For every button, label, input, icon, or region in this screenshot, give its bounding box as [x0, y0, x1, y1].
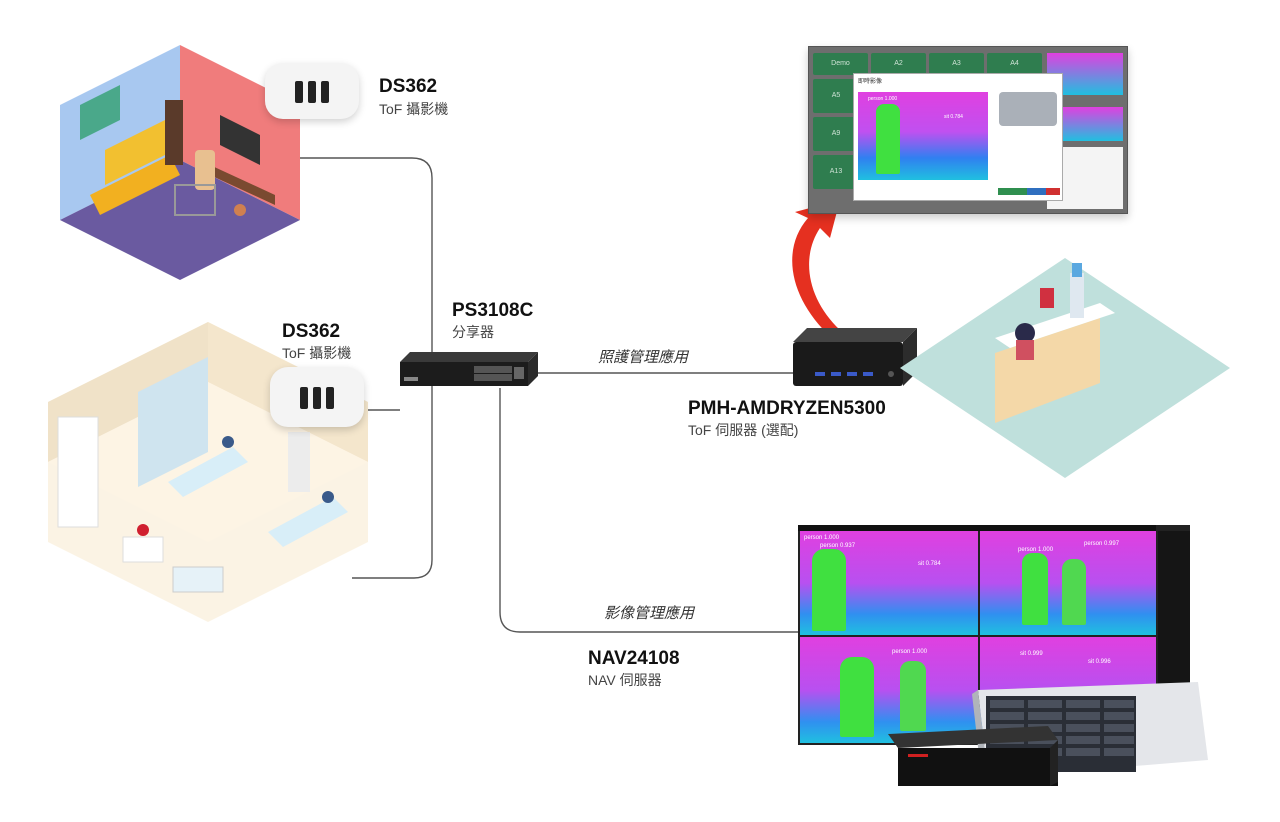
detection-label: person 1.000	[892, 649, 928, 655]
nav-feed: person 1.000 person 0.997	[980, 531, 1156, 635]
monitor-tile: A13	[813, 155, 859, 189]
red-arrow	[792, 200, 840, 338]
server-desc: ToF 伺服器 (選配)	[688, 422, 799, 438]
detection-label: sit 0.999	[1020, 651, 1043, 657]
detection-label: person 0.937	[820, 543, 856, 549]
detection-label: sit 0.784	[944, 114, 963, 120]
monitor-tile: A9	[813, 117, 859, 151]
detection-label: person 1.000	[1018, 547, 1054, 553]
monitor-tile: Demo	[813, 53, 868, 75]
camera-icon	[270, 367, 364, 427]
switch-desc: 分享器	[452, 324, 494, 340]
detection-label: person 1.000	[804, 535, 840, 541]
monitor-tile: A4	[987, 53, 1042, 75]
popup-title: 即時影像	[858, 79, 883, 85]
reception-illustration	[900, 258, 1230, 478]
cam2-name: DS362	[282, 321, 341, 342]
cam1-desc: ToF 攝影機	[379, 101, 449, 117]
monitor-tile: A5	[813, 79, 859, 113]
switch-device	[400, 352, 538, 388]
nav-feed: person 1.000	[800, 637, 978, 743]
switch-name: PS3108C	[452, 300, 534, 321]
care-monitor-screen: Demo A2 A3 A4 A5 A9 A13 即時影像 person 1.00…	[808, 46, 1128, 214]
monitor-tile: A2	[871, 53, 926, 75]
nav-name: NAV24108	[588, 648, 680, 669]
tof-server-device	[793, 328, 917, 390]
cam1-name: DS362	[379, 76, 438, 97]
video-link-label: 影像管理應用	[604, 605, 695, 622]
detection-label: sit 0.996	[1088, 659, 1111, 665]
care-link-label: 照護管理應用	[598, 349, 689, 366]
nav-desc: NAV 伺服器	[588, 672, 662, 688]
detection-label: sit 0.784	[918, 561, 941, 567]
nav-hardware	[878, 682, 1208, 792]
detection-label: person 0.997	[1084, 541, 1120, 547]
popup-heatmap: person 1.000 sit 0.784	[858, 92, 988, 180]
cam2-desc: ToF 攝影機	[282, 345, 352, 361]
line-switch-nav	[499, 388, 798, 633]
detection-label: person 1.000	[868, 96, 898, 102]
server-name: PMH-AMDRYZEN5300	[688, 398, 886, 419]
camera-icon	[265, 63, 359, 119]
nav-feed: person 1.000 person 0.937 sit 0.784	[800, 531, 978, 635]
monitor-tile: A3	[929, 53, 984, 75]
live-view-popup: 即時影像 person 1.000 sit 0.784	[853, 73, 1063, 201]
living-room-illustration	[60, 45, 300, 290]
nav-screen: person 1.000 person 0.937 sit 0.784 pers…	[798, 525, 1190, 745]
